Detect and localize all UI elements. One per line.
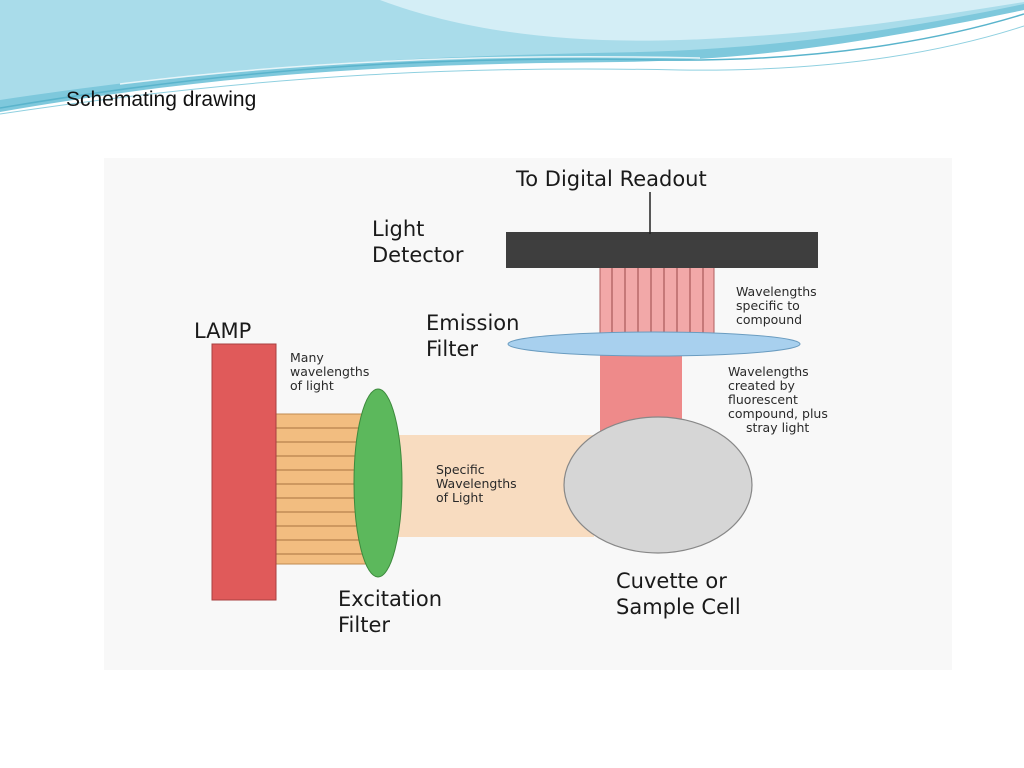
excitation-beam <box>275 413 367 565</box>
excitation-filter-label-line-1: Excitation <box>338 587 442 611</box>
detector-beam-stripes <box>611 266 704 334</box>
wave-line-1 <box>0 13 1024 109</box>
lamp-label: LAMP <box>194 319 251 343</box>
many-wavelengths-line-3: of light <box>290 378 334 393</box>
emission-filter-label-line-1: Emission <box>426 311 519 335</box>
many-wavelengths-line-2: wavelengths <box>290 364 369 379</box>
readout-label: To Digital Readout <box>515 167 707 191</box>
header-wave-decoration <box>0 0 1024 115</box>
detector-label-line-2: Detector <box>372 243 464 267</box>
cuvette-label-line-2: Sample Cell <box>616 595 741 619</box>
specific-wavelengths-line-3: of Light <box>436 490 483 505</box>
cuvette-label-line-1: Cuvette or <box>616 569 727 593</box>
wavelengths-specific-line-1: Wavelengths <box>736 284 817 299</box>
lamp <box>211 343 277 601</box>
figure-panel: To Digital Readout Light Detector Emissi… <box>104 158 952 670</box>
wave-line-3 <box>119 55 701 85</box>
emission-filter-label-line-2: Filter <box>426 337 478 361</box>
many-wavelengths-line-1: Many <box>290 350 324 365</box>
cuvette <box>563 416 753 554</box>
specific-wavelengths-line-1: Specific <box>436 462 485 477</box>
specific-wavelength-beam <box>394 435 594 537</box>
wavelengths-created-line-3: fluorescent <box>728 392 798 407</box>
detector-beam <box>599 265 715 343</box>
emission-filter <box>507 331 801 357</box>
light-detector <box>506 232 818 268</box>
detector-label-line-1: Light <box>372 217 424 241</box>
excitation-beam-stripes <box>276 427 366 555</box>
wavelengths-specific-line-2: specific to <box>736 298 800 313</box>
specific-wavelengths-line-2: Wavelengths <box>436 476 517 491</box>
wavelengths-created-line-1: Wavelengths <box>728 364 809 379</box>
fluorometer-diagram: To Digital Readout Light Detector Emissi… <box>194 167 828 637</box>
wavelengths-created-line-5: stray light <box>746 420 809 435</box>
slide-title: Schemating drawing <box>66 88 257 111</box>
excitation-filter <box>353 388 403 578</box>
wavelengths-created-line-2: created by <box>728 378 796 393</box>
wave-band-pale <box>380 0 1024 41</box>
excitation-filter-label-line-2: Filter <box>338 613 390 637</box>
wave-line-2 <box>0 25 1024 115</box>
wavelengths-specific-line-3: compound <box>736 312 802 327</box>
wavelengths-created-line-4: compound, plus <box>728 406 828 421</box>
